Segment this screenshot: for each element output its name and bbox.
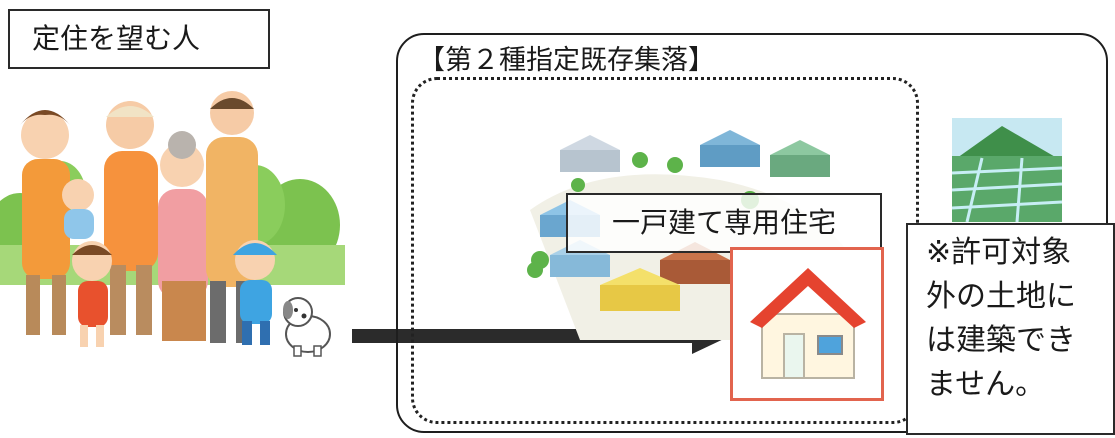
house-icon: [750, 268, 866, 379]
resident-label: 定住を望む人: [32, 22, 201, 55]
dog-icon: [283, 297, 331, 357]
housing-type-text: 一戸建て専用住宅: [611, 206, 836, 239]
note-line-2: 外の土地に: [926, 279, 1076, 314]
housing-type-label: 一戸建て専用住宅: [566, 193, 882, 253]
note-line-3: は建築でき: [926, 323, 1076, 358]
note-line-1: ※許可対象: [926, 235, 1072, 270]
note-line-4: ません。: [926, 367, 1046, 402]
zone-title: 【第２種指定既存集落】: [412, 38, 721, 77]
family-illustration-icon: [0, 91, 345, 347]
resident-label-box: 定住を望む人: [8, 9, 270, 69]
farmland-mountain-icon: [952, 118, 1062, 222]
restriction-note-box: ※許可対象 外の土地に は建築でき ません。: [906, 223, 1115, 435]
